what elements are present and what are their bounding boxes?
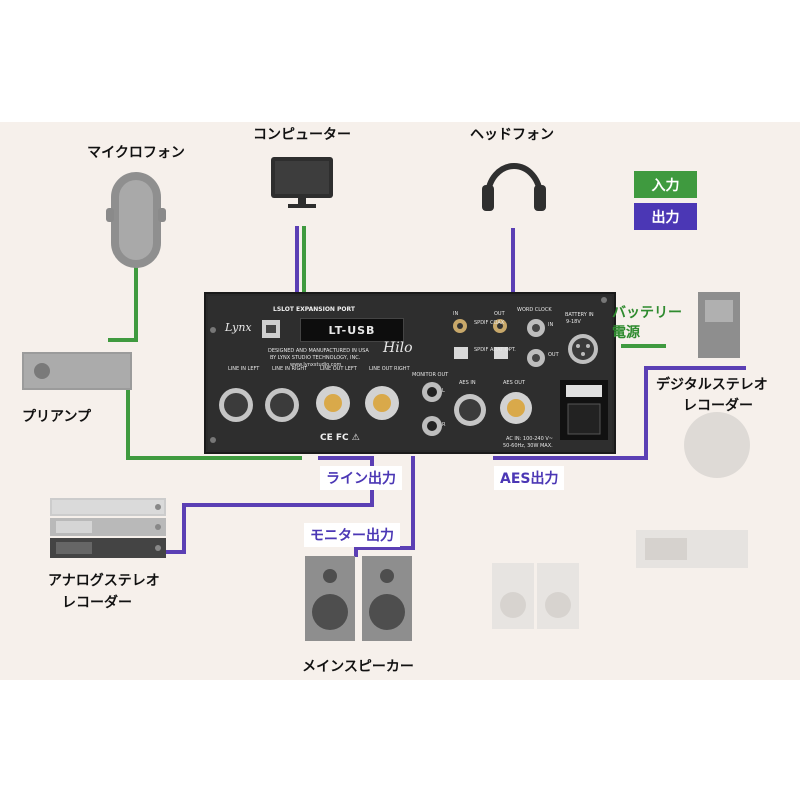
label-microphone: マイクロフォン <box>87 145 185 161</box>
tag-line-out: ライン出力 <box>320 466 402 490</box>
panel-line-out-left: LINE OUT LEFT <box>320 366 357 372</box>
panel-lt-usb-card: LT-USB <box>300 318 404 342</box>
panel-aes-in: AES IN <box>459 380 476 386</box>
panel-aes-out: AES OUT <box>503 380 525 386</box>
legend-input: 入力 <box>634 171 697 198</box>
headphones-illustration <box>482 163 546 211</box>
panel-lslot-label: LSLOT EXPANSION PORT <box>273 306 355 313</box>
label-preamp: プリアンプ <box>22 409 92 425</box>
panel-designed-line1: DESIGNED AND MANUFACTURED IN USA <box>268 348 369 354</box>
legend-output: 出力 <box>634 203 697 230</box>
panel-spdif-coax: SPDIF COAX <box>474 320 505 326</box>
panel-ac-rating-1: AC IN: 100-240 V~ <box>506 436 553 442</box>
monitor-out-cable <box>354 456 415 557</box>
mic-cable <box>108 266 138 342</box>
panel-designed-line2: BY LYNX STUDIO TECHNOLOGY, INC. <box>270 355 361 361</box>
panel-ac-rating-2: 50-60Hz, 30W MAX. <box>503 443 553 449</box>
panel-spdif-opt: SPDIF ADAT OPT. <box>474 347 516 353</box>
panel-line-in-right: LINE IN RIGHT <box>272 366 308 372</box>
tag-battery: バッテリー <box>612 305 682 321</box>
panel-monitor-l: L <box>442 388 445 394</box>
panel-battery-in: BATTERY IN <box>565 312 594 318</box>
tag-power: 電源 <box>612 325 640 341</box>
panel-brand-lynx: Lynx <box>225 321 252 334</box>
faded-devices <box>492 412 750 629</box>
panel-line-in-left: LINE IN LEFT <box>228 366 260 372</box>
panel-word-clock-out: OUT <box>548 352 559 358</box>
panel-monitor-r: R <box>442 422 446 428</box>
label-digital-recorder-2: レコーダー <box>683 398 753 414</box>
panel-battery-voltage: 9-18V <box>566 319 581 325</box>
panel-compliance-marks: CE FC ⚠ <box>320 433 360 443</box>
label-digital-recorder-1: デジタルステレオ <box>656 377 768 393</box>
panel-word-clock: WORD CLOCK <box>517 307 552 313</box>
computer-illustration <box>271 157 333 208</box>
preamp-illustration <box>22 352 132 390</box>
panel-spdif-in: IN <box>453 311 459 317</box>
panel-spdif-out: OUT <box>494 311 505 317</box>
label-computer: コンピューター <box>253 127 351 143</box>
panel-line-out-right: LINE OUT RIGHT <box>369 366 410 372</box>
label-main-speakers: メインスピーカー <box>302 659 414 675</box>
panel-brand-hilo: Hilo <box>383 340 413 356</box>
aes-out-cable <box>493 366 746 460</box>
preamp-cable <box>126 386 302 460</box>
panel-monitor-out: MONITOR OUT <box>412 372 449 378</box>
label-headphones: ヘッドフォン <box>470 127 554 143</box>
panel-website: www.lynxstudio.com <box>290 362 342 368</box>
analog-recorder-illustration <box>50 498 166 558</box>
digital-recorder-illustration <box>698 292 740 358</box>
main-speakers-illustration <box>305 556 412 641</box>
microphone-illustration <box>106 172 166 268</box>
panel-word-clock-in: IN <box>548 322 554 328</box>
tag-aes-out: AES出力 <box>494 466 565 490</box>
hilo-rear-panel <box>204 292 616 454</box>
label-analog-recorder-2: レコーダー <box>62 595 132 611</box>
label-analog-recorder-1: アナログステレオ <box>48 573 160 589</box>
tag-monitor-out: モニター出力 <box>304 523 400 547</box>
